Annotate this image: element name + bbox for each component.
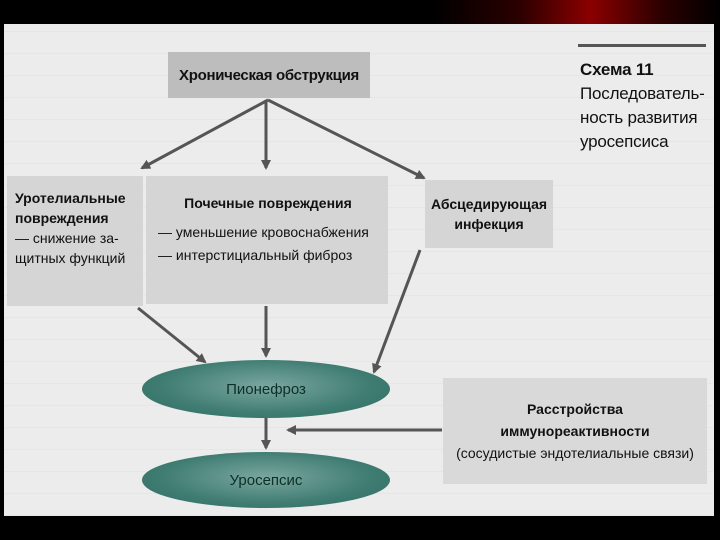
- scheme-title-line-2: ность развития: [580, 108, 698, 127]
- renal-item-fibrosis: — интерстициальный фиброз: [158, 247, 353, 263]
- node-renal-damage: Почечные повреждения — уменьшение кровос…: [146, 176, 388, 304]
- node-chronic-obstruction-label: Хроническая обструкция: [179, 66, 359, 84]
- pyonephrosis-label: Пионефроз: [226, 380, 306, 398]
- abscess-title-line-1: Абсцедирующая: [430, 196, 548, 212]
- renal-item-blood-supply: — уменьшение кровоснабжения: [158, 224, 369, 240]
- node-abscess-infection: Абсцедирующая инфекция: [425, 180, 553, 248]
- node-immunoreactivity-disorders: Расстройства иммунореактивности (сосудис…: [443, 378, 707, 484]
- decorative-bottom-band: [0, 516, 720, 540]
- arrow-urothelial-to-pyonephrosis: [137, 306, 207, 364]
- arrow-obstruction-to-abscess: [267, 98, 426, 180]
- urothelial-title-line-1: Уротелиальные: [15, 190, 126, 206]
- scheme-number: Схема 11: [580, 60, 654, 79]
- node-urothelial-damage: Уротелиальные повреждения — снижение за-…: [7, 176, 143, 306]
- node-chronic-obstruction: Хроническая обструкция: [168, 52, 370, 98]
- scheme-title-line-3: уросепсиса: [580, 132, 669, 151]
- immuno-title-line-2: иммунореактивности: [500, 423, 650, 439]
- abscess-title-line-2: инфекция: [454, 216, 524, 232]
- decorative-top-band: [0, 0, 720, 24]
- urothelial-sub-line-1: — снижение за-: [15, 230, 119, 246]
- arrow-abscess-to-pyonephrosis: [372, 249, 422, 374]
- scheme-title-line-1: Последователь-: [580, 84, 705, 103]
- immuno-title-line-1: Расстройства: [527, 401, 623, 417]
- node-pyonephrosis: Пионефроз: [142, 360, 390, 418]
- scheme-divider: [578, 44, 706, 47]
- scheme-caption: Схема 11 Последователь- ность развития у…: [580, 58, 712, 154]
- urothelial-sub-line-2: щитных функций: [15, 250, 126, 266]
- node-urosepsis: Уросепсис: [142, 452, 390, 508]
- immuno-note: (сосудистые эндотелиальные связи): [456, 445, 694, 461]
- urothelial-title-line-2: повреждения: [15, 210, 109, 226]
- urosepsis-label: Уросепсис: [229, 471, 303, 489]
- arrow-obstruction-to-urothelial: [140, 98, 269, 170]
- renal-title: Почечные повреждения: [184, 195, 352, 211]
